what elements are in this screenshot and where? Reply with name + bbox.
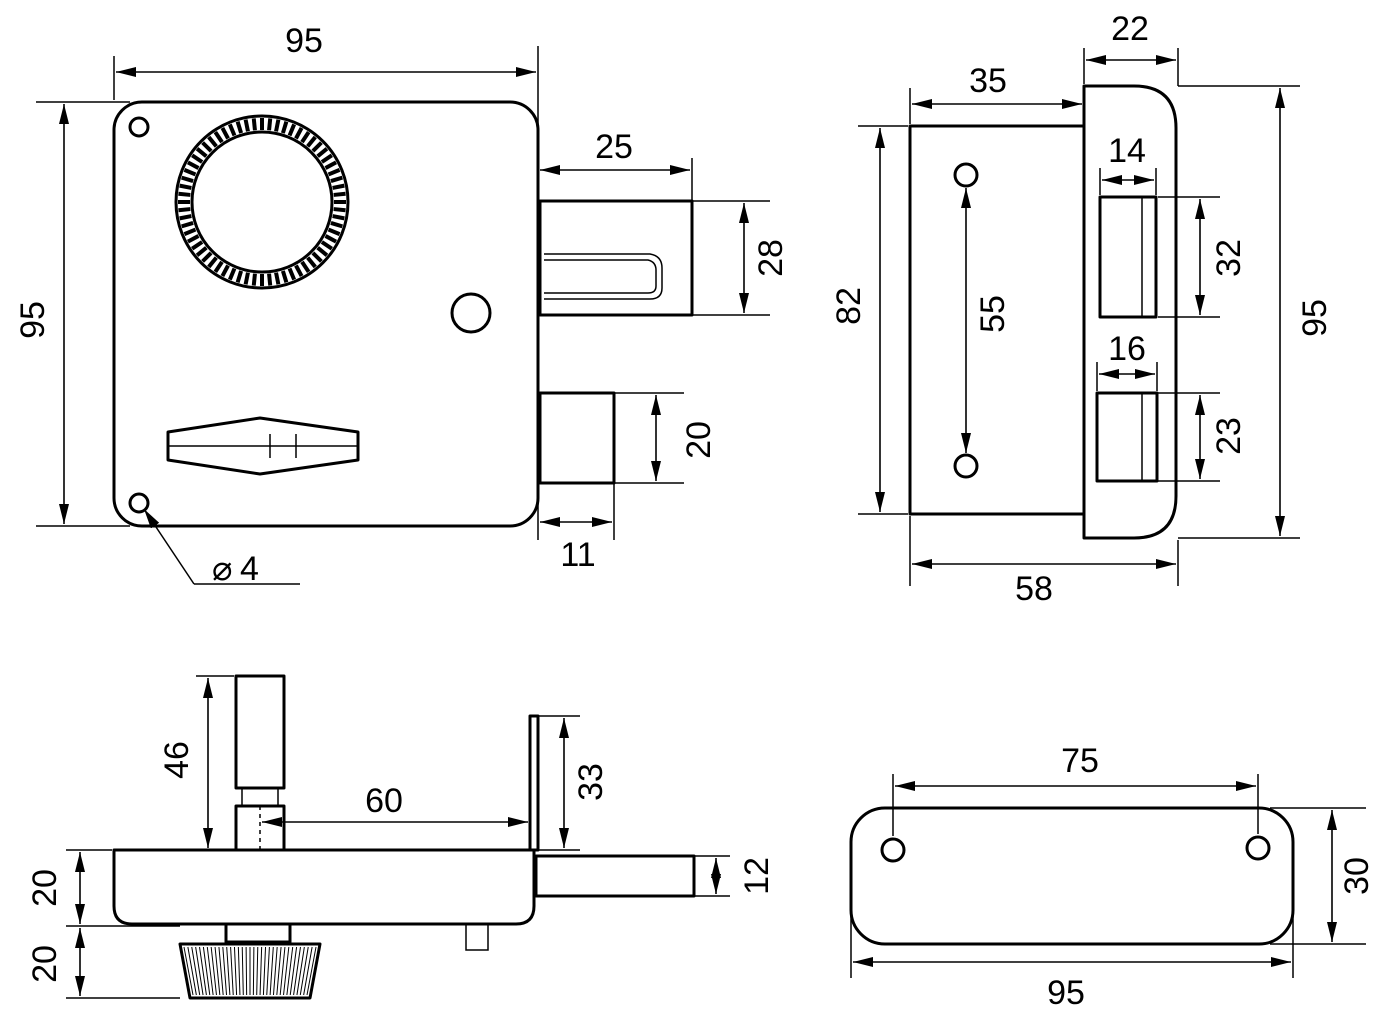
latch-slot — [1095, 391, 1159, 483]
deadbolt — [538, 199, 694, 317]
cylinder-rosette — [174, 114, 350, 290]
latch-bolt — [538, 391, 616, 485]
dim-total-depth: 58 — [1015, 570, 1053, 608]
dim-case-depth: 20 — [26, 869, 64, 907]
dim-plate-height: 33 — [572, 763, 610, 801]
dim-bolt-length: 25 — [595, 128, 633, 166]
dim-body-height: 82 — [830, 287, 868, 325]
lock-body-front — [112, 100, 540, 528]
dim-strike-height: 95 — [1296, 299, 1334, 337]
dim-latch-length: 11 — [560, 536, 595, 574]
dim-cylinder-length: 46 — [158, 741, 196, 779]
dim-bolt-height: 28 — [752, 239, 790, 277]
dim-latch-slot-width: 16 — [1108, 330, 1146, 368]
dim-front-width: 95 — [285, 22, 323, 60]
side-mount-hole-top — [953, 162, 979, 188]
dim-body-depth: 35 — [969, 62, 1007, 100]
dim-knob-depth: 20 — [26, 945, 64, 983]
plate-hole-right — [1245, 835, 1271, 861]
dim-front-height: 95 — [14, 301, 52, 339]
cylinder-body — [234, 674, 286, 790]
button-hole — [450, 292, 492, 334]
dim-bolt-thickness: 12 — [738, 857, 776, 895]
cylinder-base — [234, 804, 286, 852]
dim-hole-diameter: 4 — [240, 550, 259, 588]
latch-stub — [465, 923, 489, 951]
mounting-plate-view: 75 30 95 — [849, 742, 1376, 1012]
diameter-symbol: ⌀ — [212, 550, 232, 588]
dim-latch-height: 20 — [680, 421, 718, 459]
dim-plate-length: 95 — [1047, 974, 1085, 1012]
dim-plate-height-small: 30 — [1338, 857, 1376, 895]
strike-plate-side — [1082, 84, 1178, 540]
dim-bolt-slot-width: 14 — [1108, 132, 1146, 170]
case-top — [112, 848, 536, 926]
leader-hole-diameter — [143, 508, 195, 585]
mount-hole-bottom — [128, 492, 150, 514]
plate-hole-left — [880, 837, 906, 863]
cylinder-neck — [241, 787, 279, 807]
side-mount-hole-bottom — [953, 453, 979, 479]
bolt-slot — [1098, 195, 1158, 319]
dim-hole-spacing: 55 — [974, 295, 1012, 333]
front-plate-edge — [528, 714, 540, 852]
dim-strike-depth: 22 — [1111, 10, 1149, 48]
thumb-turn — [166, 416, 360, 476]
dim-bolt-slot-height: 32 — [1210, 239, 1248, 277]
knob — [178, 922, 322, 1000]
mount-hole-top — [128, 116, 150, 138]
dim-latch-slot-height: 23 — [1210, 417, 1248, 455]
top-view: 46 60 33 12 20 20 — [26, 674, 776, 1000]
dim-plate-hole-spacing: 75 — [1061, 742, 1099, 780]
deadbolt-top — [534, 854, 696, 898]
side-view: 35 22 82 55 14 32 16 23 95 58 — [830, 10, 1334, 608]
mounting-plate — [849, 806, 1295, 946]
front-view: 95 95 25 28 20 11 ⌀ 4 — [14, 22, 790, 588]
dim-cylinder-offset: 60 — [365, 782, 403, 820]
